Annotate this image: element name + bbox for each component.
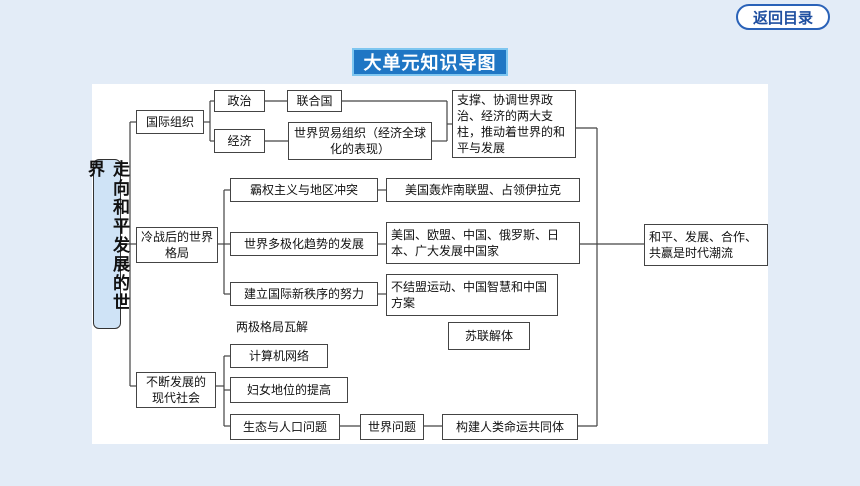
- label-bipolar-collapse: 两极格局瓦解: [236, 320, 309, 334]
- node-multipolar-example: 美国、欧盟、中国、俄罗斯、日本、广大发展中国家: [386, 222, 580, 264]
- node-new-order: 建立国际新秩序的努力: [230, 282, 378, 306]
- node-wto: 世界贸易组织（经济全球化的表现）: [288, 122, 432, 160]
- node-coldwar: 冷战后的世界格局: [136, 227, 218, 263]
- return-to-contents-button[interactable]: 返回目录: [736, 4, 830, 30]
- node-trend: 和平、发展、合作、共赢是时代潮流: [644, 224, 768, 266]
- node-community: 构建人类命运共同体: [442, 414, 578, 440]
- connector-lines: [121, 100, 644, 427]
- node-multipolar: 世界多极化趋势的发展: [230, 232, 378, 256]
- node-women: 妇女地位的提高: [230, 377, 348, 403]
- page-title: 大单元知识导图: [352, 48, 508, 76]
- node-eco: 生态与人口问题: [230, 414, 340, 440]
- node-hegemony-example: 美国轰炸南联盟、占领伊拉克: [386, 178, 580, 202]
- node-intl-org: 国际组织: [136, 110, 204, 134]
- node-support: 支撑、协调世界政治、经济的两大支柱，推动着世界的和平与发展: [452, 90, 576, 158]
- root-node: 走向和平发展的世界: [84, 159, 129, 329]
- node-modern-society: 不断发展的现代社会: [136, 372, 216, 408]
- node-hegemony: 霸权主义与地区冲突: [230, 178, 378, 202]
- node-world-issue: 世界问题: [360, 414, 424, 440]
- node-economy: 经济: [214, 129, 265, 153]
- node-un: 联合国: [287, 90, 342, 112]
- mindmap-canvas: 走向和平发展的世界 国际组织 政治 联合国 经济 世界贸易组织（经济全球化的表现…: [84, 84, 768, 444]
- node-new-order-example: 不结盟运动、中国智慧和中国方案: [386, 274, 558, 316]
- node-ussr: 苏联解体: [448, 322, 530, 350]
- node-computer: 计算机网络: [230, 344, 328, 368]
- node-politics: 政治: [214, 90, 265, 112]
